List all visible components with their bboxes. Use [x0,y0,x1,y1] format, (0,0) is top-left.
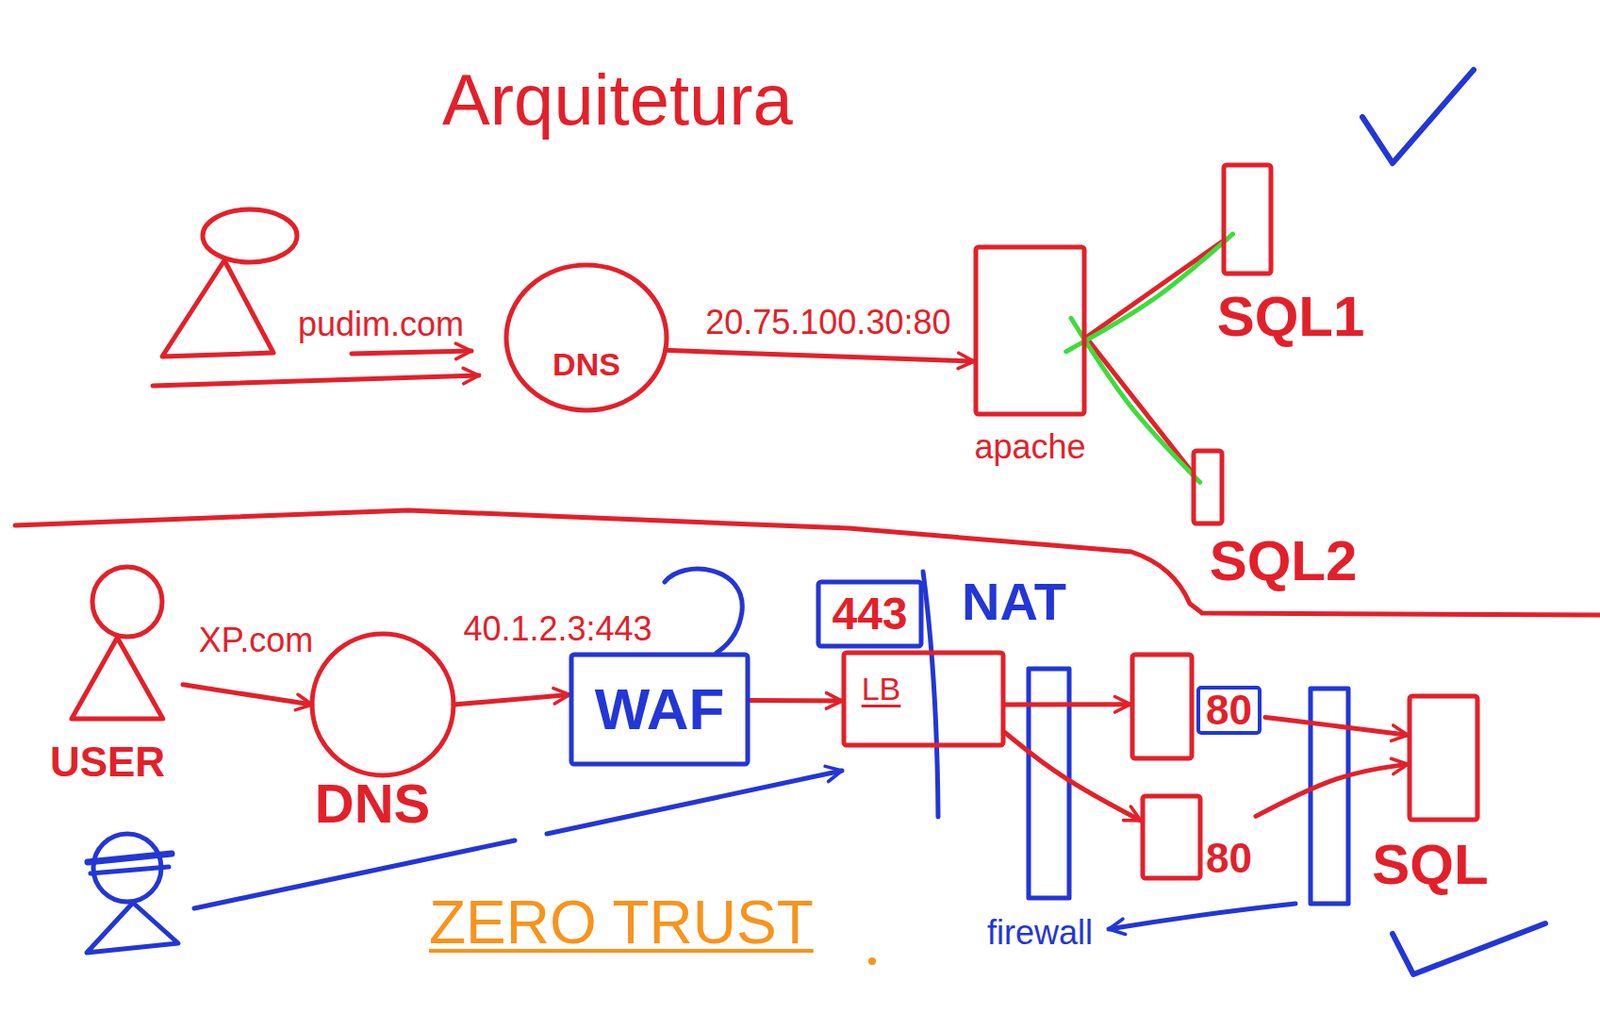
edge-label: 20.75.100.30:80 [702,302,954,342]
attacker-body [86,902,179,953]
person-body [71,637,164,719]
zero-trust-label: ZERO TRUST [428,888,814,958]
attacker-mask [90,866,169,874]
node-text-group: USER [49,741,165,783]
user-body [162,260,274,357]
highlight-stroke [1071,317,1201,482]
node-text-group: SQL1 [1217,288,1366,346]
user-head [202,209,297,263]
firewall-bar [1310,688,1349,904]
database-box: SQL2 [1191,448,1224,526]
orange-dot [869,957,875,964]
box-outline [1132,654,1192,759]
check-mark [1362,69,1474,164]
request-arrow [351,350,472,354]
request-arrow [152,375,479,386]
node-label: SQL1 [1217,288,1366,346]
web-server-box-outline [1140,793,1203,880]
load-balancer-box: LB [841,650,1006,747]
node-label: SQL [1371,836,1488,893]
port-box: 443 [816,579,924,648]
node-text-group: DNS [314,775,430,831]
nat-boundary [923,571,939,817]
url-label: pudim.com [297,304,464,344]
check-mark [1392,923,1546,974]
node-label: LB [861,670,902,708]
node-label: DNS [314,775,430,831]
firewall-label: firewall [987,912,1093,952]
database-box: SQL1 [1221,163,1273,276]
node-label: USER [49,741,165,783]
node-text-group: 80 [1205,837,1253,879]
connector [453,693,570,705]
node-text-group: SQL [1371,836,1488,893]
node-label: WAF [594,679,726,739]
nat-label: NAT [961,575,1067,628]
leader-arrow [1108,903,1296,929]
attack-arrow [546,770,842,834]
connector [1255,763,1408,816]
node-text-group: DNS [552,347,621,380]
node-text-group: SQL2 [1209,532,1358,590]
dns-circle-outline [503,262,670,413]
box-outline [818,581,922,646]
user-figure-outline [71,563,183,721]
database-box-outline [1221,163,1273,276]
web-server-box-outline [1130,652,1194,760]
connector [665,349,974,362]
database-box: SQL [1407,693,1480,822]
dns-circle: DNS [503,262,670,413]
highlight-stroke [1066,233,1234,351]
node-label: 80 [1205,837,1253,879]
diagram-title: Arquitetura [442,58,793,141]
divider-line [15,510,1600,615]
waf-box: WAF [569,652,750,766]
box-outline [843,652,1004,745]
box-outline [1223,164,1271,274]
connector [1005,732,1141,821]
edge-label: 40.1.2.3:443 [460,609,655,648]
node-text-group: WAF [594,679,726,739]
connector [1005,701,1131,707]
connector [1265,716,1408,735]
web-server-box: 80 [1140,793,1203,880]
connector [1086,241,1222,337]
node-text-group: LB [861,670,902,708]
waf-curl [664,568,743,653]
box-outline [571,654,748,764]
person-head [92,566,163,637]
edge-label: XP.com [196,620,316,660]
connector [749,697,842,704]
node-text-group: 80 [1196,685,1262,735]
database-box-outline [1191,448,1224,526]
node-text-group: 443 [831,591,908,637]
box-outline [975,247,1085,414]
node-label: SQL2 [1209,532,1358,590]
circle-outline [312,633,454,776]
box-outline [1409,695,1478,820]
connector [182,684,313,705]
node-label: apache [973,427,1086,466]
node-text-group: apache [973,427,1086,466]
node-label: 443 [831,591,908,637]
box-outline [1193,450,1222,524]
node-label: DNS [552,347,621,380]
server-box: apache [973,245,1087,416]
server-box-outline [973,245,1087,416]
node-label: 80 [1196,685,1262,735]
connector [1086,337,1192,473]
attacker-mask [87,853,172,862]
circle-outline [506,264,667,411]
dns-circle: DNS [309,630,457,778]
dns-circle-outline [309,630,457,778]
database-box-outline [1407,693,1480,822]
user-figure: USER [71,563,183,721]
box-outline [1142,795,1201,878]
web-server-box: 80 [1130,652,1194,760]
